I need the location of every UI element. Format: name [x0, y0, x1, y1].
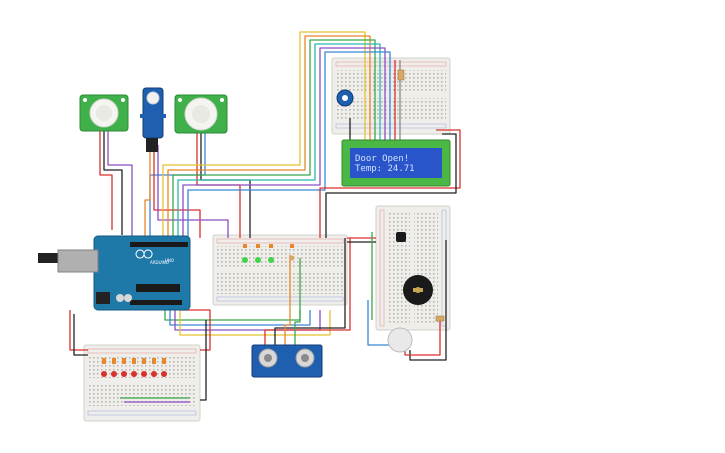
breadboard-top[interactable] [331, 57, 451, 135]
usb-port [57, 249, 99, 273]
arduino-brand: ARDUINO [150, 260, 169, 265]
lcd-16x2[interactable]: Door Open! Temp: 24.71 [341, 139, 451, 187]
led-group-center [242, 244, 295, 263]
digital-header [130, 242, 188, 247]
ultrasonic-sensor[interactable] [251, 344, 323, 378]
power-jack [38, 253, 58, 263]
breadboard-bottom-left[interactable] [83, 344, 201, 422]
round-sensor[interactable] [387, 327, 413, 353]
arduino-uno[interactable]: ARDUINO UNO [38, 235, 191, 311]
pir-sensor-left[interactable] [79, 94, 129, 132]
breadboard-center[interactable] [212, 234, 348, 306]
pir-sensor-right[interactable] [174, 94, 228, 134]
lcd-line-2: Temp: 24.71 [355, 164, 415, 174]
temperature-sensor[interactable] [396, 232, 406, 242]
led-group-bottom [101, 358, 167, 377]
servo-motor[interactable] [140, 87, 166, 152]
lcd-line-1: Door Open! [355, 154, 409, 164]
arduino-model: UNO [165, 258, 174, 263]
breadboard-right[interactable] [375, 205, 451, 331]
piezo-buzzer[interactable] [403, 275, 433, 305]
potentiometer[interactable] [336, 89, 354, 107]
atmega-chip [136, 284, 180, 292]
analog-header [130, 300, 182, 305]
resistor [397, 69, 405, 81]
resistor-right [435, 315, 445, 322]
